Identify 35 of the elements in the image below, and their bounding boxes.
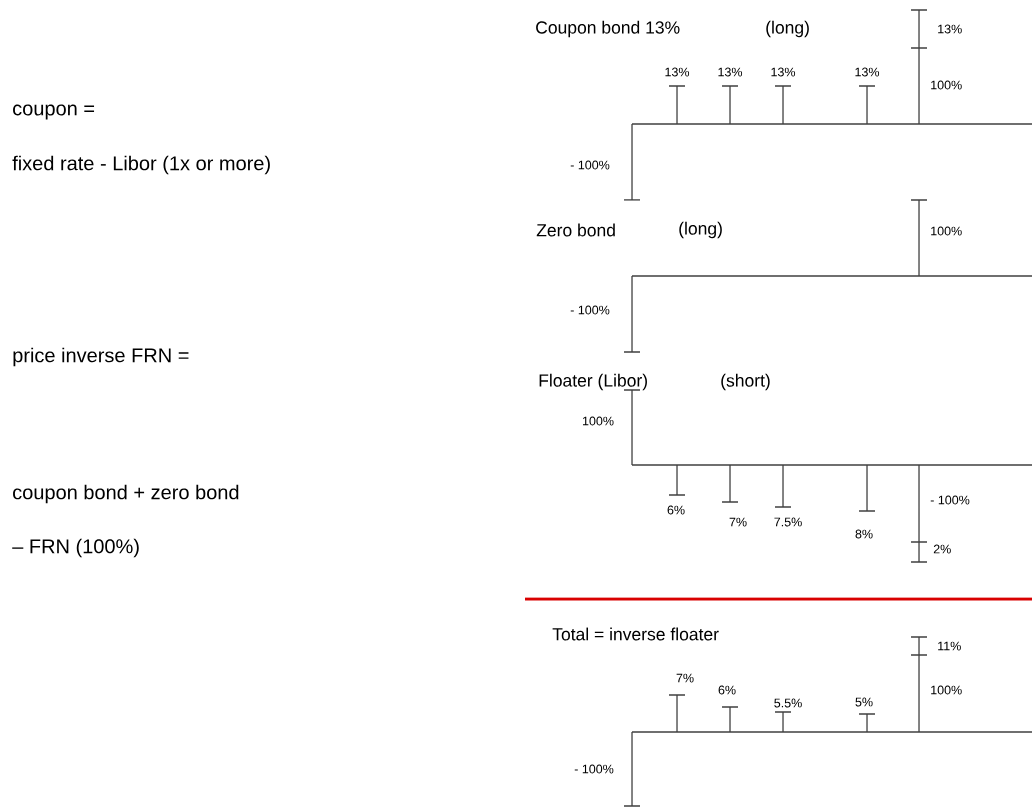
cash-flow-heading: Floater (Libor) bbox=[539, 373, 647, 391]
amount-label: - 100% bbox=[570, 305, 610, 315]
formula-text: fixed rate - Libor (1x or more) bbox=[12, 155, 270, 175]
amount-label: 2% bbox=[933, 544, 951, 554]
amount-label: 13% bbox=[718, 67, 743, 77]
amount-label: - 100% bbox=[570, 160, 610, 170]
amount-label: 5.5% bbox=[774, 698, 802, 708]
amount-label: 7% bbox=[676, 673, 694, 683]
formula-text: coupon = bbox=[13, 104, 95, 120]
amount-label: 100% bbox=[931, 80, 962, 90]
amount-label: 5% bbox=[855, 697, 873, 707]
position-label: (long) bbox=[679, 221, 722, 239]
amount-label: 13% bbox=[665, 67, 690, 77]
amount-label: 6% bbox=[667, 505, 685, 515]
formula-text: – FRN (100%) bbox=[12, 538, 139, 558]
amount-label: 100% bbox=[931, 226, 962, 236]
cash-flow-heading: Zero bond bbox=[536, 223, 615, 237]
amount-label: 11% bbox=[938, 641, 961, 651]
amount-label: - 100% bbox=[930, 495, 970, 505]
position-label: (long) bbox=[766, 20, 809, 38]
formula-text: coupon bond + zero bond bbox=[13, 484, 239, 504]
position-label: (short) bbox=[721, 373, 770, 391]
amount-label: 100% bbox=[931, 685, 962, 695]
cash-flow-heading: Total = inverse floater bbox=[552, 627, 719, 641]
amount-label: 13% bbox=[771, 67, 796, 77]
amount-label: 13% bbox=[938, 24, 962, 34]
amount-label: 6% bbox=[718, 685, 736, 695]
amount-label: 100% bbox=[583, 416, 614, 426]
cash-flow-heading: Coupon bond 13% bbox=[536, 20, 680, 38]
amount-label: 13% bbox=[855, 67, 880, 77]
amount-label: 7% bbox=[729, 517, 747, 527]
amount-label: - 100% bbox=[574, 764, 614, 774]
amount-label: 8% bbox=[855, 529, 873, 539]
formula-text: price inverse FRN = bbox=[13, 347, 189, 367]
amount-label: 7.5% bbox=[774, 517, 802, 527]
